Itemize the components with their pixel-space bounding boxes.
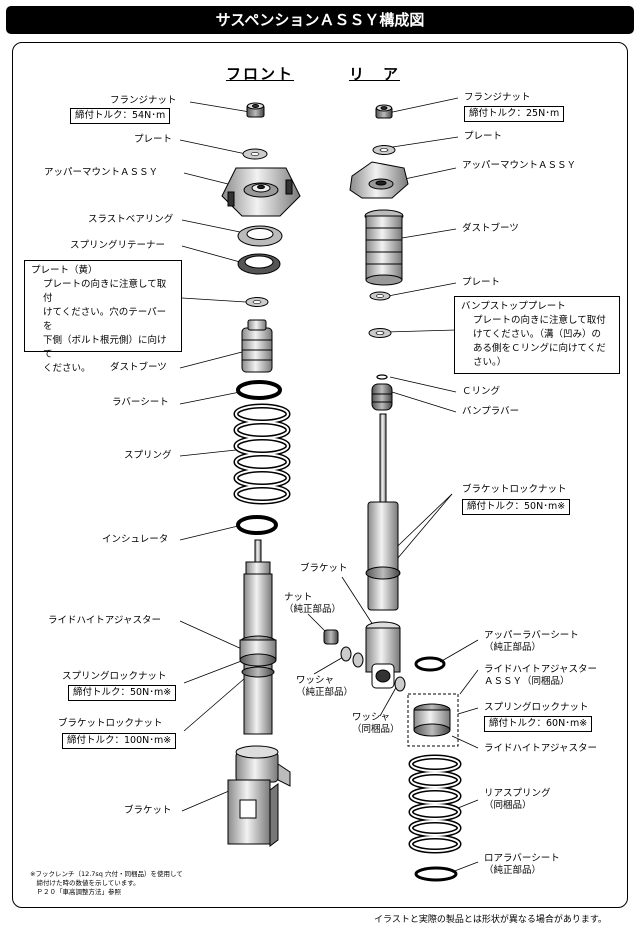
front-spring-label: スプリング <box>124 450 172 461</box>
front-insulator-label: インシュレータ <box>102 534 169 545</box>
front-upper-mount <box>221 167 301 217</box>
rear-bump-stop-note: バンプストッププレート プレートの向きに注意して取付 けてください。（溝（凹み）… <box>454 296 620 374</box>
front-plate-label: プレート <box>134 134 173 145</box>
rear-shock-body <box>365 413 401 611</box>
front-bracket-label: ブラケット <box>124 805 172 816</box>
front-plate-note: プレート（黄） プレートの向きに注意して取付 けてください。穴のテーパーを 下側… <box>24 260 182 374</box>
front-shock-body <box>227 539 291 847</box>
rear-flange-nut-label: フランジナット <box>464 92 531 103</box>
rear-flange-torque: 締付トルク：25N･m <box>464 106 565 122</box>
rear-bracket <box>365 621 401 689</box>
rear-note-title: バンプストッププレート <box>461 301 566 312</box>
rear-heading: リ ア <box>349 65 401 83</box>
front-note-title: プレート（黄） <box>31 265 98 276</box>
rear-bump-rubber <box>371 383 393 411</box>
front-flange-nut-label: フランジナット <box>110 95 177 106</box>
front-bracket-lock-nut-label: ブラケットロックナット <box>58 718 163 729</box>
rear-dust-boot <box>364 209 404 286</box>
rear-ride-height-label: ライドハイトアジャスター <box>484 743 597 754</box>
rear-upper-mount <box>349 161 409 199</box>
rear-spring-lock-nut-label: スプリングロックナット <box>484 702 589 713</box>
front-heading: フロント <box>226 65 295 83</box>
rear-spring-label: リアスプリング （同梱品） <box>484 788 551 811</box>
page-title: サスペンションＡＳＳＹ構成図 <box>6 6 634 34</box>
rear-note-body: プレートの向きに注意して取付 けてください。（溝（凹み）の ある側をＣリングに向… <box>473 315 606 368</box>
front-dust-boot <box>241 319 273 373</box>
front-spring-lock-nut-label: スプリングロックナット <box>62 671 167 682</box>
front-upper-mount-label: アッパーマウントＡＳＳＹ <box>44 167 159 178</box>
footnote: ※フックレンチ（12.7sq 穴付・同梱品）を使用して 締付けた時の数値を示して… <box>30 870 183 896</box>
front-rubber-seat-label: ラバーシート <box>112 397 169 408</box>
rear-washer-oem-label: ワッシャ （純正部品） <box>296 675 354 698</box>
front-flange-nut <box>246 102 265 118</box>
rear-bracket-lock-torque: 締付トルク：50N･m※ <box>462 499 571 515</box>
rear-ride-height-assy <box>413 703 451 737</box>
rear-washer-incl-label: ワッシャ （同梱品） <box>352 712 400 735</box>
front-bracket-lock-torque: 締付トルク：100N･m※ <box>62 733 177 749</box>
rear-upper-mount-label: アッパーマウントＡＳＳＹ <box>462 160 577 171</box>
front-thrust-bearing-label: スラストベアリング <box>88 214 174 225</box>
rear-c-ring-label: Ｃリング <box>462 386 501 397</box>
rear-lower-rubber-seat-label: ロアラバーシート （純正部品） <box>484 853 560 876</box>
disclaimer-footer: イラストと実際の製品とは形状が異なる場合があります。 <box>374 915 607 925</box>
rear-bump-rubber-label: バンプラバー <box>462 406 520 417</box>
rear-spring-lock-torque: 締付トルク：60N･m※ <box>484 716 593 732</box>
front-spring-retainer-label: スプリングリテーナー <box>70 240 166 251</box>
rear-nut-label: ナット （純正部品） <box>284 592 342 615</box>
diagram-frame <box>12 42 628 908</box>
rear-bracket-lock-nut-label: ブラケットロックナット <box>462 484 567 495</box>
rear-plate2-label: プレート <box>462 277 501 288</box>
front-note-body: プレートの向きに注意して取付 けてください。穴のテーパーを 下側（ボルト根元側）… <box>43 279 167 374</box>
rear-flange-nut <box>375 104 393 119</box>
rear-dust-boot-label: ダストブーツ <box>462 223 519 234</box>
rear-plate1-label: プレート <box>464 131 503 142</box>
front-spring-lock-torque: 締付トルク：50N･m※ <box>68 685 177 701</box>
rear-upper-rubber-seat-label: アッパーラバーシート （純正部品） <box>484 630 579 653</box>
front-ride-height-label: ライドハイトアジャスター <box>48 615 161 626</box>
rear-bracket-label: ブラケット <box>300 563 348 574</box>
front-flange-torque: 締付トルク：54N･m <box>70 108 171 124</box>
front-dust-boot-label: ダストブーツ <box>110 362 167 373</box>
rear-ride-height-assy-label: ライドハイトアジャスター ＡＳＳＹ（同梱品） <box>484 664 597 687</box>
